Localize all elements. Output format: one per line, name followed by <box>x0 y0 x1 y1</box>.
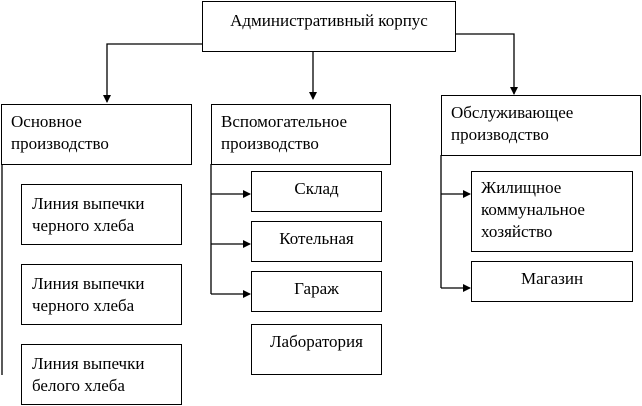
aux-child-laboratory: Лаборатория <box>251 324 382 375</box>
main-child-1: Линия выпечки черного хлеба <box>21 184 182 245</box>
connector-root-to-main <box>103 43 202 103</box>
aux-child-boiler-house: Котельная <box>251 221 382 262</box>
service-child-shop: Магазин <box>471 261 633 302</box>
root-node: Административный корпус <box>202 1 456 52</box>
main-child-3: Линия выпечки белого хлеба <box>21 344 182 405</box>
main-child-2: Линия выпечки черного хлеба <box>21 264 182 325</box>
branch-main-production: Основное производство <box>1 104 192 165</box>
branch-service-production: Обслуживающее производство <box>441 95 641 156</box>
aux-child-warehouse: Склад <box>251 171 382 212</box>
branch-auxiliary-production: Вспомогательное производство <box>211 104 391 165</box>
connector-root-to-service <box>455 33 518 95</box>
service-child-housing: Жилищное коммунальное хозяйство <box>471 171 633 252</box>
aux-child-garage: Гараж <box>251 271 382 312</box>
